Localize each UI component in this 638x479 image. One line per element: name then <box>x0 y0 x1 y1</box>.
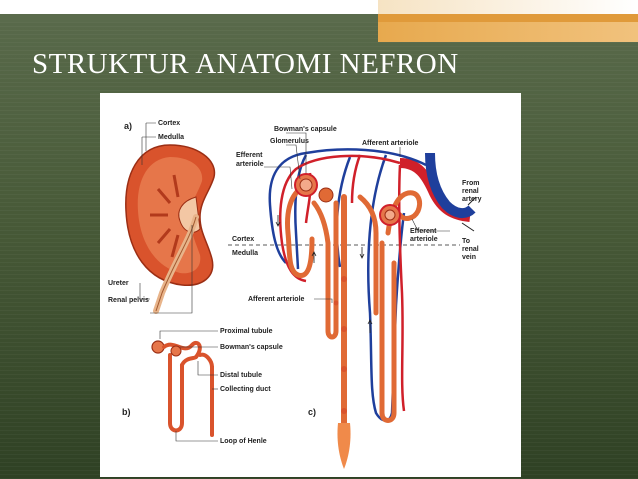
label-to-renal-2: renal <box>462 246 479 253</box>
distal-coil-right <box>385 190 423 236</box>
label-medulla-c: Medulla <box>232 250 258 257</box>
slide-title: STRUKTUR ANATOMI NEFRON <box>32 48 459 80</box>
tubule-mid <box>357 194 379 316</box>
glomerulus-b <box>170 345 182 357</box>
kidney-illustration <box>125 144 216 314</box>
nephron-tubules <box>285 186 423 436</box>
label-ureter: Ureter <box>108 280 129 287</box>
label-from-renal-1: From <box>462 180 480 187</box>
label-from-renal-2: renal <box>462 188 479 195</box>
panel-c-leaders <box>264 132 450 303</box>
label-distal-tubule: Distal tubule <box>220 372 262 379</box>
proximal-tubule-b <box>162 340 202 359</box>
top-decor-band-orange <box>378 14 638 22</box>
loop-of-henle-b <box>168 353 184 433</box>
distal-tubule-b <box>180 355 198 367</box>
to-vein-arrow <box>461 222 475 232</box>
from-artery-arrow <box>467 196 477 206</box>
orange-accent-strip <box>378 22 638 42</box>
vein-left-descend <box>294 154 308 270</box>
label-to-renal-1: To <box>462 238 470 245</box>
proximal-tubule-left <box>285 186 315 278</box>
label-efferent-right-2: arteriole <box>410 236 438 243</box>
artery-arc-outer <box>278 154 401 283</box>
panel-a-leaders <box>139 122 193 314</box>
label-medulla-a: Medulla <box>158 134 184 141</box>
simple-nephron <box>151 340 214 437</box>
label-bowmans-capsule-b: Bowman's capsule <box>220 344 283 351</box>
glomerulus-small <box>318 187 334 203</box>
vein-loop-right <box>367 154 406 422</box>
top-decor-bar <box>0 0 638 22</box>
loop-of-henle-right <box>379 240 397 423</box>
artery-afferent-top <box>350 154 362 204</box>
label-efferent-left-1: Efferent <box>236 152 263 159</box>
ureter-outline <box>155 216 197 312</box>
distal-connect-b <box>198 352 214 369</box>
label-collecting-duct: Collecting duct <box>220 386 271 393</box>
nephron-figure: a) Cortex Medulla Ureter Renal pelvis b) <box>100 93 521 477</box>
glomerulus-right <box>384 209 396 221</box>
loop-of-henle-left <box>311 200 339 340</box>
label-renal-pelvis: Renal pelvis <box>108 297 149 304</box>
top-decor-highlight <box>378 0 638 14</box>
collecting-duct-nodes <box>333 276 347 414</box>
label-efferent-left-2: arteriole <box>236 161 264 168</box>
label-glomerulus: Glomerulus <box>270 138 309 145</box>
panel-b-letter: b) <box>122 407 131 417</box>
label-bowmans-capsule-c: Bowman's capsule <box>274 126 337 133</box>
label-cortex-a: Cortex <box>158 120 180 127</box>
top-decor-band-green <box>0 14 378 22</box>
renal-vein-trunk <box>425 152 476 219</box>
label-to-renal-3: vein <box>462 254 476 261</box>
collecting-duct-outlet <box>337 423 351 469</box>
label-cortex-c: Cortex <box>232 236 254 243</box>
glomerulus-left <box>299 178 313 192</box>
panel-a-letter: a) <box>124 121 132 131</box>
label-loop-of-henle: Loop of Henle <box>220 438 267 445</box>
label-efferent-right-1: Efferent <box>410 228 437 235</box>
kidney-pyramids <box>150 174 180 258</box>
label-afferent-top: Afferent arteriole <box>362 140 419 147</box>
panel-b-leaders <box>159 330 218 442</box>
flow-arrows <box>275 215 373 333</box>
renal-vessels <box>399 152 477 232</box>
label-proximal-tubule: Proximal tubule <box>220 328 273 335</box>
vein-arc-outer <box>268 148 427 264</box>
label-from-renal-3: artery <box>462 196 482 203</box>
panel-c-letter: c) <box>308 407 316 417</box>
nephron-diagram: a) Cortex Medulla Ureter Renal pelvis b) <box>108 120 482 469</box>
label-afferent-bottom: Afferent arteriole <box>248 296 305 303</box>
